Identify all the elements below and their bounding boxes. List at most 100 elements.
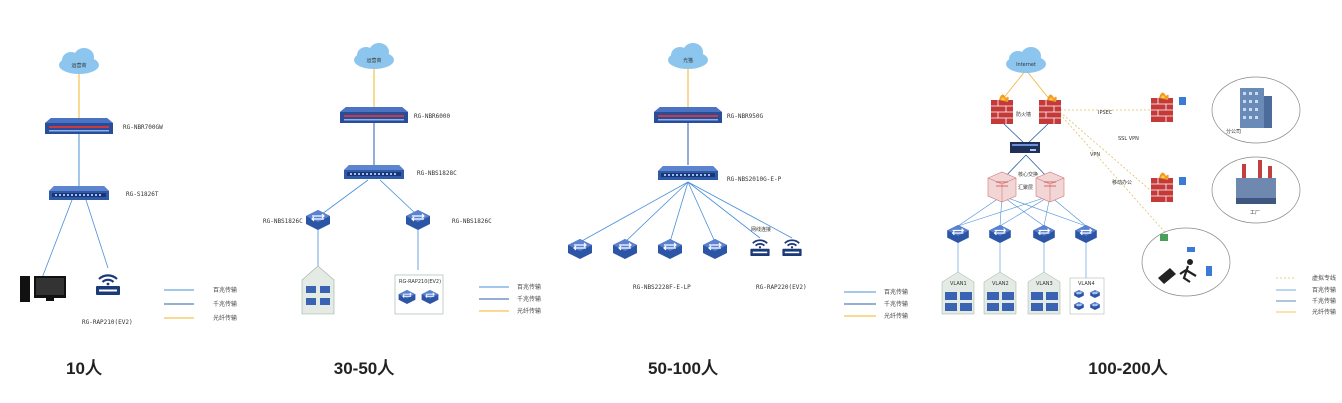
switch-label: RG-S1826T [126,191,159,198]
branch-firewall-1-icon [1150,91,1174,123]
core-label: 核心交换 [1018,171,1038,178]
ap-group-box [394,274,444,315]
fiber-links [1001,69,1051,101]
legend-fiber: 光纤传输 [213,314,237,322]
access-switch-left-icon [305,209,331,231]
access-switch-label: RG-NBS2228F-E-LP [633,284,691,291]
pc-link [41,199,73,279]
vlan-box-3: VLAN3 [1027,271,1061,315]
cloud-label: 光猫 [683,57,693,64]
branch-device-1 [1179,97,1186,105]
core-switch-icon [344,165,404,179]
core-switch-icon [658,166,718,180]
mobile-circle [1141,227,1231,297]
access-switch-right-label: RG-NBS1826C [452,218,492,225]
desktop-pc-icon [20,276,66,302]
access-switch-left-label: RG-NBS1826C [263,218,303,225]
legend-fiber: 光纤传输 [517,307,541,315]
caption-10: 10人 [66,359,103,378]
cloud-icon [668,43,708,69]
access-switch-2-icon [988,224,1012,244]
legend-100m: 百兆传输 [213,286,237,294]
vlan-label-1: VLAN1 [950,281,967,287]
access-switch-4-icon [702,238,728,260]
vpn-links [1059,109,1171,239]
office-house-icon [301,265,335,315]
server-icon [1010,142,1040,153]
router-icon [340,107,408,123]
core-switch-label: RG-NBS2010G-E-P [727,176,782,183]
legend-2: 百兆传输 千兆传输 光纤传输 [479,283,541,315]
branch-label-2: 工厂 [1250,210,1260,216]
vpn-label-4: 移动办公 [1112,179,1132,186]
right-link [379,179,417,215]
ap-label: RG-RAP210(EV2) [399,279,441,285]
internet-cloud-icon [1006,47,1046,73]
section-10-people: 运营商 RG-NBR700GW RG-S1826T RG-RAP210(EV2)… [20,48,237,378]
cloud-label: 运营商 [366,57,381,64]
firewall-label: 防火墙 [1016,111,1031,118]
wifi-ap-1-icon [749,239,771,257]
branch-device-2 [1179,177,1186,185]
section-30-50-people: 运营商 RG-NBR6000 RG-NBS1828C RG-NBS1826C R… [263,43,541,378]
distribution-links [579,181,793,243]
legend-100m: 百兆传输 [884,288,908,296]
legend-vpn: 虚拟专线 [1312,274,1336,282]
legend-100m: 百兆传输 [1312,286,1336,294]
legend-100m: 百兆传输 [517,283,541,291]
branch-firewall-2-icon [1150,171,1174,203]
core-switch-left-icon [987,171,1017,203]
section-100-200-people: Internet 防火墙 核心交换 汇聚层 VLAN1 VLAN2 [941,47,1336,378]
ap-link [85,199,109,269]
access-switch-3-icon [1032,224,1056,244]
router-icon [654,107,722,123]
core-switch-label: RG-NBS1828C [417,170,457,177]
firewall-right-icon [1038,93,1062,125]
ap-connection-label: 网线连接 [751,226,771,233]
access-switch-2-icon [612,238,638,260]
aggregation-links [957,195,1087,278]
legend-3: 百兆传输 千兆传输 光纤传输 [844,288,908,320]
left-link [321,179,369,215]
factory-icon [1236,160,1276,204]
access-switch-right-icon [405,209,431,231]
vpn-label-2: SSL VPN [1118,136,1139,142]
cloud-icon [59,48,99,74]
vlan-label-4: VLAN4 [1078,281,1095,287]
vlan-box-4: VLAN4 [1069,277,1105,315]
caption-100-200: 100-200人 [1088,359,1168,378]
legend-fiber: 光纤传输 [884,312,908,320]
legend-fiber: 光纤传输 [1312,308,1336,316]
router-icon [45,118,113,134]
wifi-ap-icon [94,274,122,297]
legend-1000m: 千兆传输 [213,300,237,308]
branch-label-1: 分公司 [1226,128,1241,135]
router-label: RG-NBR700GW [123,124,163,131]
vlan-box-2: VLAN2 [983,271,1017,315]
router-label: RG-NBR950G [727,113,764,120]
switch-icon [49,186,109,200]
aggregation-label: 汇聚层 [1018,184,1033,191]
cloud-label: 运营商 [71,62,86,69]
cloud-icon [354,43,394,69]
vlan-label-2: VLAN2 [992,281,1009,287]
firewall-left-icon [990,93,1014,125]
caption-30-50: 30-50人 [334,359,395,378]
cloud-label: Internet [1016,62,1036,68]
caption-50-100: 50-100人 [648,359,719,378]
legend-1000m: 千兆传输 [517,295,541,303]
legend-1000m: 千兆传输 [884,300,908,308]
ap-label: RG-RAP210(EV2) [82,319,133,326]
wifi-ap-2-icon [781,239,803,257]
access-switch-1-icon [567,238,593,260]
access-switch-3-icon [657,238,683,260]
section-50-100-people: 光猫 RG-NBR950G RG-NBS2010G-E-P RG-NBS2228… [567,43,908,378]
router-label: RG-NBR6000 [414,113,451,120]
mobile-office-icon [1158,234,1212,284]
legend-1: 百兆传输 千兆传输 光纤传输 [164,286,237,322]
office-building-icon [1240,88,1272,128]
access-switch-1-icon [946,224,970,244]
vpn-label-3: VPN [1090,152,1100,158]
legend-1000m: 千兆传输 [1312,297,1336,305]
